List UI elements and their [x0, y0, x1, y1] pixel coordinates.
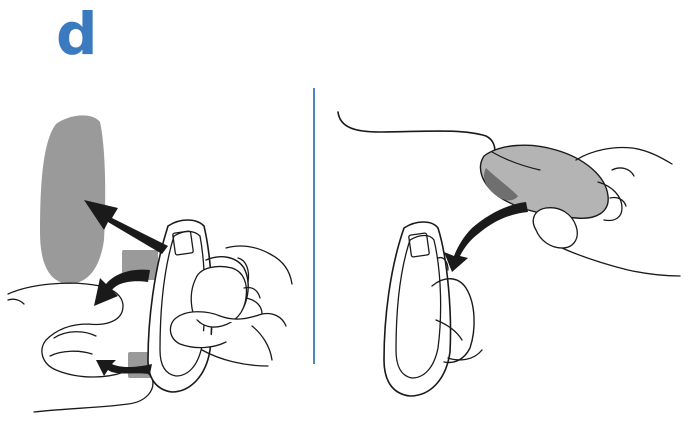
arrow-insert-mouse — [444, 202, 528, 272]
left-panel-illustration — [8, 115, 292, 412]
adhesive-pad — [40, 115, 105, 284]
mouse-cable — [338, 112, 495, 154]
right-panel-illustration — [338, 112, 680, 396]
left-hand-outline — [8, 283, 153, 412]
